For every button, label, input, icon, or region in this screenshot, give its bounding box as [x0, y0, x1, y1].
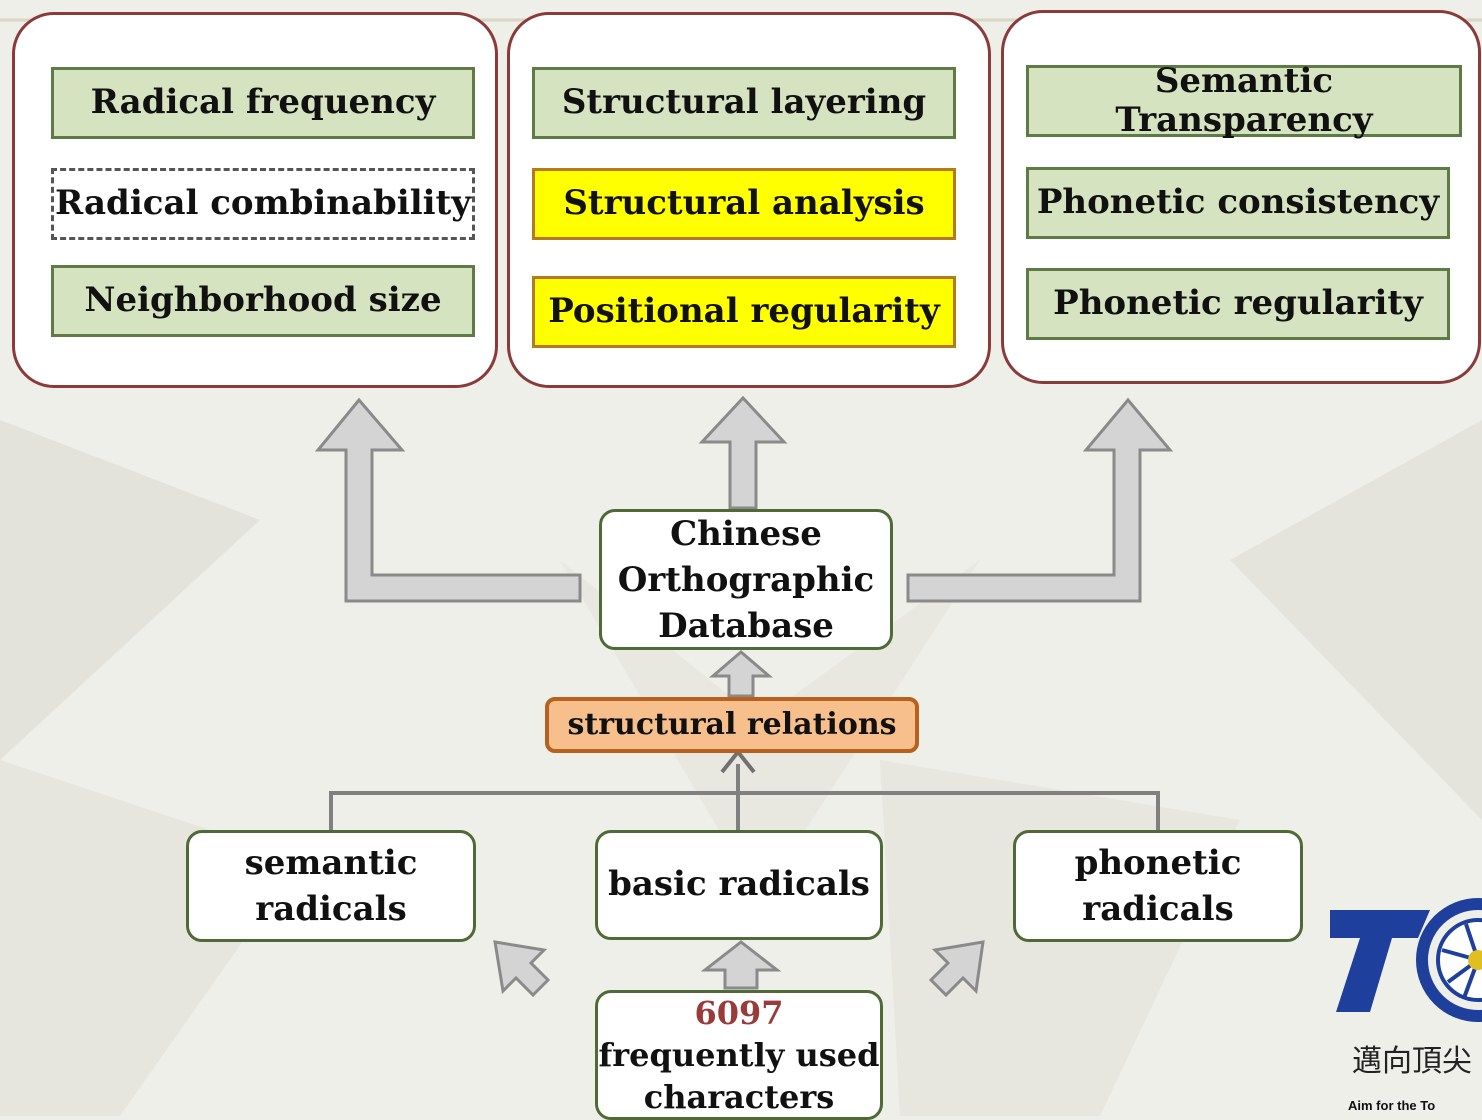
arrow-to-database — [708, 650, 774, 698]
database-line-1: Chinese — [670, 513, 822, 554]
frequent-characters: 6097 frequently used characters — [595, 990, 883, 1120]
arrow-to-semantic-radicals — [493, 940, 551, 998]
metric-semantic-transparency: Semantic Transparency — [1026, 61, 1462, 140]
arrow-to-phonetic-radicals — [928, 940, 985, 998]
characters-line-3: characters — [643, 1078, 835, 1116]
metric-structural-analysis: Structural analysis — [532, 168, 956, 240]
phonetic-radicals-line-2: radicals — [1082, 889, 1234, 929]
basic-radicals: basic radicals — [595, 830, 883, 940]
semantic-radicals-line-1: semantic — [244, 843, 418, 883]
metrics-group-phonetic: Semantic Transparency Phonetic consisten… — [1001, 10, 1481, 384]
metric-positional-regularity: Positional regularity — [532, 276, 956, 348]
metric-phonetic-consistency: Phonetic consistency — [1026, 167, 1450, 239]
metrics-group-radical: Radical frequency Radical combinability … — [12, 12, 498, 388]
logo-english-text: Aim for the To — [1348, 1098, 1436, 1113]
logo-mark-icon — [1330, 898, 1482, 1022]
database-line-2: Orthographic — [617, 559, 875, 600]
phonetic-radicals: phonetic radicals — [1013, 830, 1303, 942]
semantic-radicals-line-2: radicals — [255, 889, 407, 929]
arrow-to-group-3 — [906, 397, 1174, 603]
arrow-to-group-1 — [314, 397, 582, 603]
semantic-radicals: semantic radicals — [186, 830, 476, 942]
metric-phonetic-regularity: Phonetic regularity — [1026, 268, 1450, 340]
metric-radical-combinability: Radical combinability — [51, 168, 475, 240]
phonetic-radicals-line-1: phonetic — [1074, 843, 1242, 883]
university-logo: 邁向頂尖 Aim for the To — [1330, 890, 1482, 1116]
structural-relations: structural relations — [545, 697, 919, 753]
database-line-3: Database — [658, 605, 834, 646]
metric-neighborhood-size: Neighborhood size — [51, 265, 475, 337]
arrow-to-group-2 — [698, 395, 788, 510]
character-count: 6097 — [694, 994, 784, 1032]
metric-structural-layering: Structural layering — [532, 67, 956, 139]
arrow-to-basic-radicals — [700, 940, 782, 990]
metrics-group-structural: Structural layering Structural analysis … — [507, 12, 991, 388]
metric-radical-frequency: Radical frequency — [51, 67, 475, 139]
logo-chinese-text: 邁向頂尖 — [1352, 1044, 1472, 1079]
characters-line-2: frequently used — [598, 1036, 880, 1074]
orthographic-database: Chinese Orthographic Database — [599, 509, 893, 650]
radicals-bracket — [329, 791, 1160, 830]
